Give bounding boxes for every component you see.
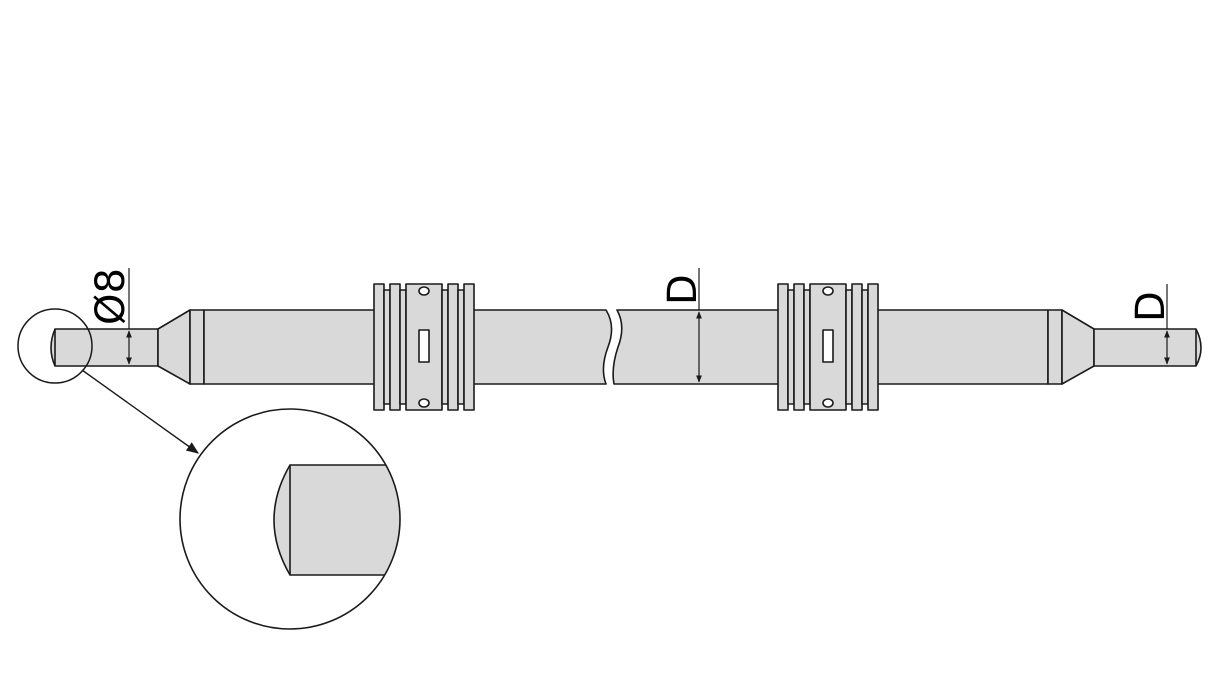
- left-collar: [189, 309, 205, 385]
- detail-view-circle: [179, 408, 401, 630]
- detail-tip-enlarged: [273, 464, 400, 576]
- right-tip-end: [1093, 328, 1202, 367]
- ring-hole-top-left: [418, 286, 430, 296]
- right-taper: [1061, 309, 1095, 385]
- detail-leader-arrow: [81, 369, 200, 454]
- left-tip-end: [50, 328, 159, 367]
- detail-view: [179, 408, 401, 630]
- detail-marker-circle: [17, 308, 93, 384]
- ring-stack-left: [373, 283, 475, 411]
- ring-slot-left: [418, 329, 430, 363]
- dimension-label-left-tip: Ø8: [88, 268, 134, 325]
- ring-hole-bottom-right: [822, 398, 834, 408]
- ring-hole-bottom-left: [418, 398, 430, 408]
- ring-hole-top-right: [822, 286, 834, 296]
- right-collar: [1047, 309, 1063, 385]
- ring-slot-right: [822, 329, 834, 363]
- ring-stack-right: [777, 283, 879, 411]
- dimension-label-right-tip: D: [1128, 291, 1174, 322]
- dimension-label-main-shaft: D: [660, 274, 706, 305]
- left-taper: [157, 309, 191, 385]
